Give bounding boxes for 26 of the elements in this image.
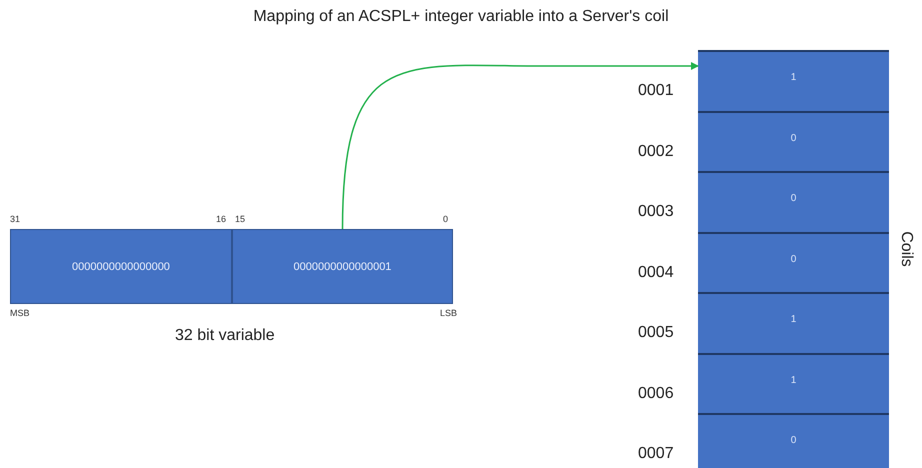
coil-address: 0003 bbox=[638, 203, 674, 221]
bit-label: MSB bbox=[10, 308, 30, 318]
word-box: 0000000000000000 bbox=[10, 229, 232, 304]
bit-label: 0 bbox=[443, 214, 448, 224]
coil-address: 0007 bbox=[638, 445, 674, 463]
axis-label: Coils bbox=[896, 231, 915, 267]
coil-cell: 0 bbox=[698, 110, 889, 172]
bit-label: 16 bbox=[216, 214, 226, 224]
coil-address: 0005 bbox=[638, 324, 674, 342]
coil-address: 0004 bbox=[638, 264, 674, 282]
caption: 32 bit variable bbox=[175, 327, 275, 345]
coil-cell: 0 bbox=[698, 413, 889, 468]
coil-cell: 0 bbox=[698, 171, 889, 232]
word-box: 0000000000000001 bbox=[232, 229, 453, 304]
coil-cell: 1 bbox=[698, 50, 889, 111]
bit-label: 15 bbox=[235, 214, 246, 224]
coil-address: 0001 bbox=[638, 82, 674, 100]
arrow bbox=[342, 62, 699, 230]
diagram-title: Mapping of an ACSPL+ integer variable into a Server's coil bbox=[252, 8, 670, 26]
coil-address: 0002 bbox=[638, 142, 674, 160]
bit-label: 31 bbox=[10, 214, 20, 224]
coil-address: 0006 bbox=[638, 384, 674, 402]
coil-cell: 1 bbox=[698, 352, 889, 414]
bit-label: LSB bbox=[440, 308, 458, 318]
coil-cell: 1 bbox=[698, 292, 889, 353]
coil-cell: 0 bbox=[698, 232, 889, 292]
